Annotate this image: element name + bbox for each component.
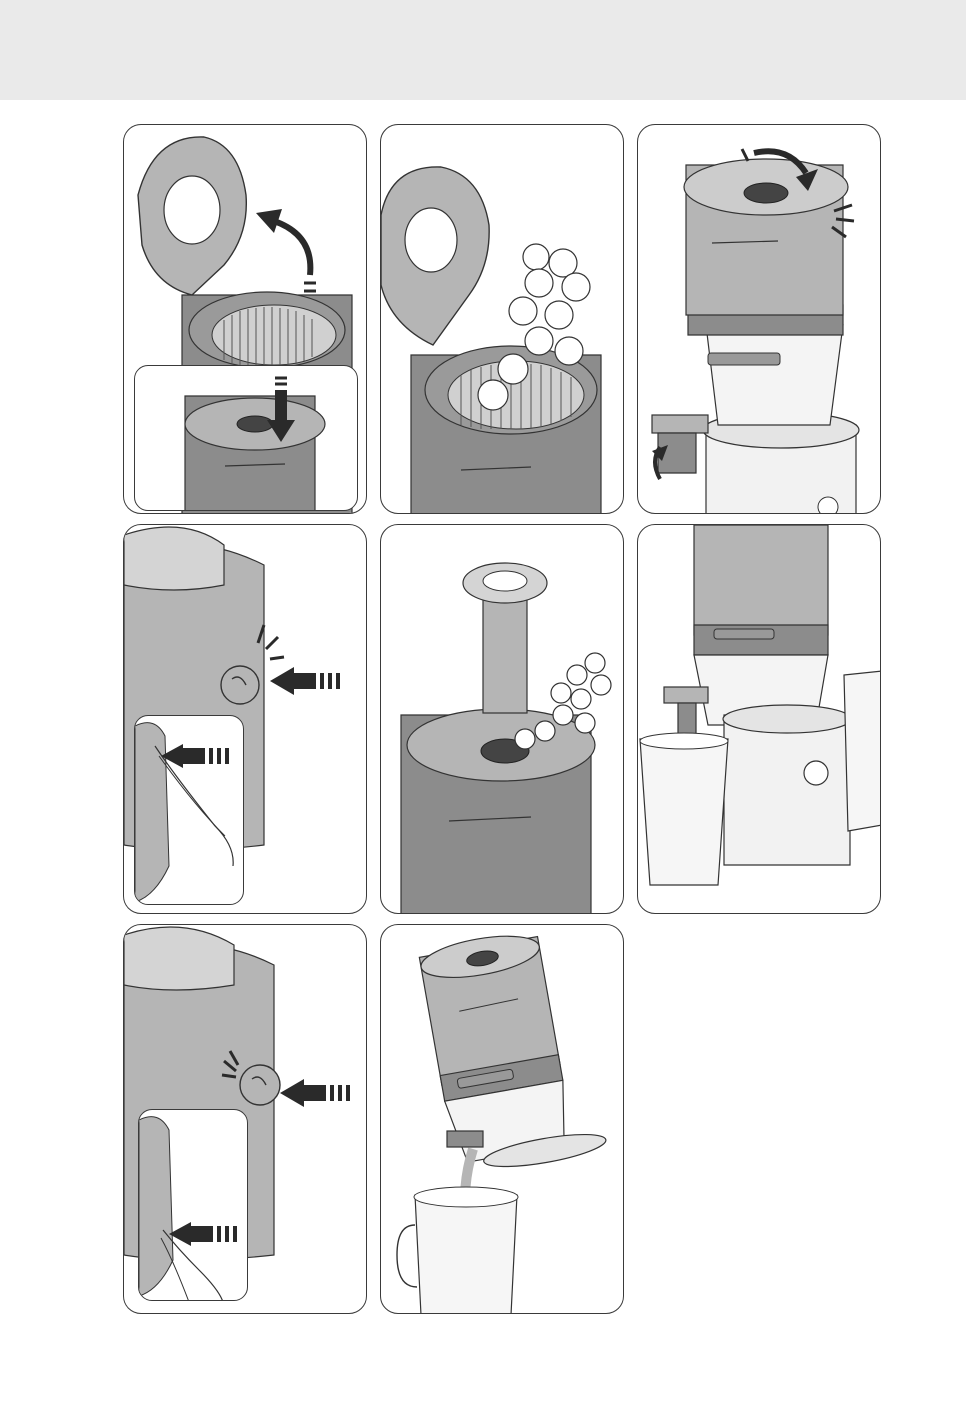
curved-arrow-icon	[274, 221, 310, 275]
step-6-panel	[637, 524, 881, 914]
step-5-panel	[380, 524, 624, 914]
push-arrow-icon	[270, 667, 340, 695]
finger-press-inset	[134, 715, 244, 905]
step-7-panel	[123, 924, 367, 1314]
step-8-panel	[380, 924, 624, 1314]
open-lid-illustration	[381, 125, 624, 514]
assembled-juicer-illustration	[638, 125, 881, 514]
step-3-panel	[637, 124, 881, 514]
juicer-with-containers-illustration	[638, 525, 881, 914]
step-2-panel	[380, 124, 624, 514]
finger-press-inset	[138, 1109, 248, 1301]
step-1-panel	[123, 124, 367, 514]
inset-press-down-illustration	[134, 365, 358, 511]
step-4-panel	[123, 524, 367, 914]
header-band	[0, 0, 966, 100]
push-arrow-icon	[280, 1079, 350, 1107]
tilted-juicer-pouring-illustration	[381, 925, 624, 1314]
pusher-illustration	[381, 525, 624, 914]
